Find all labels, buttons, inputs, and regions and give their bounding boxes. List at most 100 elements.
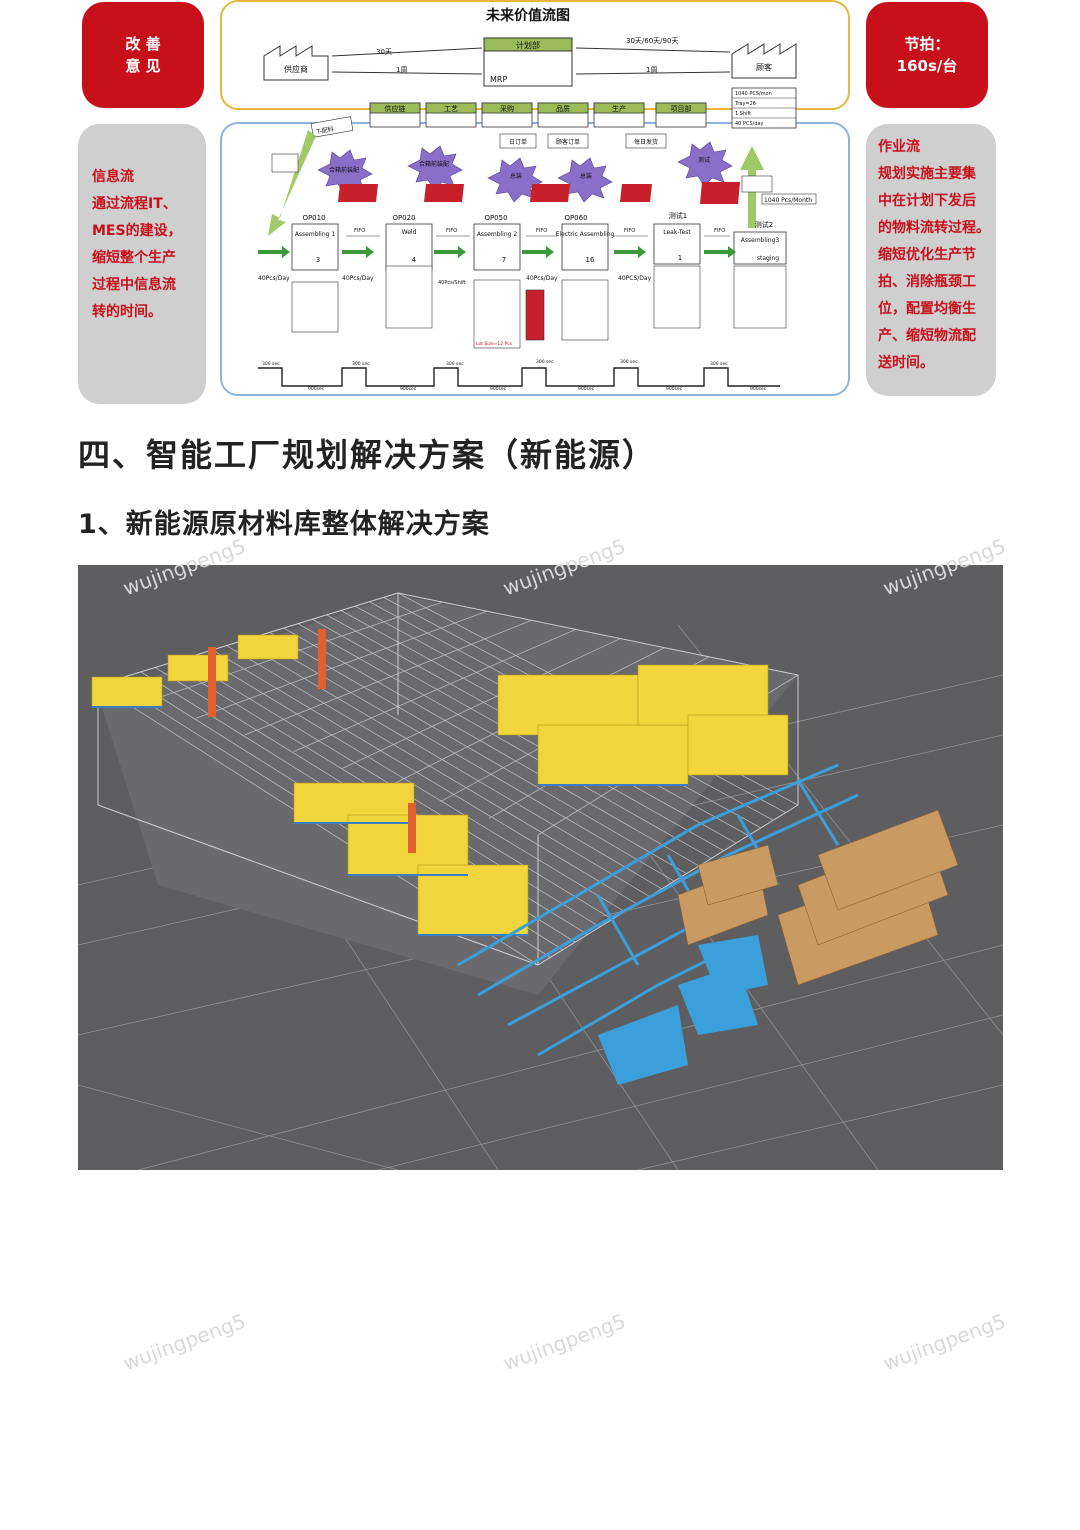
svg-text:40 PCS/day: 40 PCS/day <box>735 121 764 127</box>
svg-text:Assembling 2: Assembling 2 <box>477 231 518 238</box>
svg-text:顾客: 顾客 <box>756 62 772 72</box>
svg-text:OP020: OP020 <box>392 214 415 222</box>
dept-row <box>369 102 707 128</box>
vsm-process-frame <box>220 122 850 396</box>
svg-text:项目部: 项目部 <box>671 104 692 113</box>
svg-text:采购: 采购 <box>500 104 514 113</box>
supplier-factory-icon <box>263 45 329 81</box>
svg-text:Lot Size=12 Pcs: Lot Size=12 Pcs <box>476 341 513 347</box>
svg-text:品质: 品质 <box>556 104 570 113</box>
svg-text:900sec: 900sec <box>578 386 595 392</box>
svg-text:总装: 总装 <box>580 172 592 180</box>
svg-text:1040 Pcs/Month: 1040 Pcs/Month <box>764 197 812 204</box>
svg-text:300 sec: 300 sec <box>446 361 464 367</box>
svg-text:MRP: MRP <box>490 75 507 84</box>
svg-text:300 sec: 300 sec <box>352 361 370 367</box>
process-boxes <box>291 223 787 271</box>
svg-text:顾客订单: 顾客订单 <box>556 138 580 146</box>
carton-stacks <box>677 809 959 986</box>
kaizen-bursts <box>317 141 733 203</box>
rack-beam <box>240 640 663 890</box>
rack-beam <box>342 638 621 769</box>
customer-factory-icon <box>731 43 797 79</box>
takt-time-label: 节拍：160s/台 <box>866 2 988 108</box>
svg-text:合箱前装配: 合箱前装配 <box>329 166 359 174</box>
watermark: wujingpeng5 <box>879 1308 1009 1376</box>
timeline <box>258 367 780 387</box>
svg-text:40Pcs/Shift: 40Pcs/Shift <box>438 280 466 286</box>
svg-text:OP050: OP050 <box>484 214 507 222</box>
svg-text:30天/60天/90天: 30天/60天/90天 <box>626 37 678 45</box>
svg-text:1 Shift: 1 Shift <box>735 111 751 117</box>
svg-text:1040 PCS/mon: 1040 PCS/mon <box>735 91 772 97</box>
svg-text:900sec: 900sec <box>666 386 683 392</box>
svg-text:总装: 总装 <box>510 172 522 180</box>
warehouse-render <box>78 565 1003 1170</box>
svg-text:每日发货: 每日发货 <box>634 138 658 146</box>
svg-text:供应商: 供应商 <box>284 64 308 74</box>
svg-text:1周: 1周 <box>396 66 407 74</box>
svg-text:3: 3 <box>316 256 320 264</box>
svg-text:测试2: 测试2 <box>755 220 773 229</box>
rack-beam <box>212 649 638 905</box>
svg-text:4: 4 <box>412 256 417 264</box>
svg-text:Leak-Test: Leak-Test <box>663 229 691 236</box>
rack-beam <box>293 629 576 753</box>
svg-text:日订单: 日订单 <box>509 138 527 146</box>
svg-text:40Pcs/Day: 40Pcs/Day <box>258 275 290 282</box>
svg-text:FIFO: FIFO <box>624 228 635 234</box>
rack-beam <box>297 623 712 859</box>
svg-text:16: 16 <box>586 256 595 264</box>
svg-text:40Pcs/Day: 40Pcs/Day <box>526 275 558 282</box>
svg-text:供应链: 供应链 <box>385 104 406 113</box>
rack-beam <box>283 627 700 867</box>
svg-text:7: 7 <box>502 256 506 264</box>
svg-text:300 sec: 300 sec <box>262 361 280 367</box>
svg-text:计划部: 计划部 <box>516 40 540 50</box>
svg-text:OP060: OP060 <box>564 214 587 222</box>
transfer-stations <box>598 935 768 1085</box>
svg-text:OP010: OP010 <box>302 214 325 222</box>
information-flow-note: 信息流 通过流程IT、 MES的建设， 缩短整个生产 过程中信息流 转的时间。 <box>78 124 206 404</box>
svg-text:工艺: 工艺 <box>444 105 458 113</box>
svg-text:900sec: 900sec <box>490 386 507 392</box>
svg-text:FIFO: FIFO <box>714 228 725 234</box>
svg-text:Assembling3: Assembling3 <box>741 237 780 244</box>
svg-text:FIFO: FIFO <box>354 228 365 234</box>
svg-text:300 sec: 300 sec <box>536 359 554 365</box>
svg-text:30天: 30天 <box>376 48 392 56</box>
svg-text:Weld: Weld <box>402 229 417 236</box>
svg-text:Tray=26: Tray=26 <box>734 101 756 107</box>
svg-text:1周: 1周 <box>646 66 657 74</box>
rack-beam <box>195 610 488 719</box>
svg-text:测试: 测试 <box>698 156 710 164</box>
svg-text:40Pcs/Day: 40Pcs/Day <box>342 275 374 282</box>
improvement-label: 改 善意 见 <box>82 2 204 108</box>
rack-beam <box>269 632 687 874</box>
svg-text:900sec: 900sec <box>308 386 325 392</box>
svg-text:900sec: 900sec <box>400 386 417 392</box>
svg-text:900sec: 900sec <box>750 386 767 392</box>
svg-text:staging: staging <box>757 255 779 262</box>
svg-text:1: 1 <box>678 254 682 262</box>
rack-beam <box>244 619 532 736</box>
watermark: wujingpeng5 <box>499 1308 629 1376</box>
svg-text:Electric Assembling: Electric Assembling <box>556 231 615 238</box>
svg-text:300 sec: 300 sec <box>710 361 728 367</box>
svg-text:40PCS/Day: 40PCS/Day <box>618 275 652 282</box>
svg-text:测试1: 测试1 <box>669 211 687 220</box>
stacker-cranes <box>208 629 416 853</box>
svg-text:Assembling 1: Assembling 1 <box>295 231 336 238</box>
svg-text:FIFO: FIFO <box>536 228 547 234</box>
svg-text:生产: 生产 <box>612 104 626 113</box>
svg-text:FIFO: FIFO <box>446 228 457 234</box>
vsm-title: 未来价值流图 <box>486 7 570 24</box>
svg-text:T-配料: T-配料 <box>315 125 334 136</box>
yellow-pallets <box>91 634 789 936</box>
section-title: 四、智能工厂规划解决方案（新能源） <box>78 436 657 474</box>
data-boxes <box>291 265 787 349</box>
value-stream-map: 未来价值流图 供应商 顾客 计划部 MRP 30天 1周 30天/60天/90天… <box>258 7 817 392</box>
vsm-plan-frame <box>220 0 850 110</box>
inventory-blocks <box>338 182 740 204</box>
work-flow-note: 作业流 规划实施主要集 中在计划下发后 的物料流转过程。 缩短优化生产节 拍、消… <box>866 124 996 396</box>
